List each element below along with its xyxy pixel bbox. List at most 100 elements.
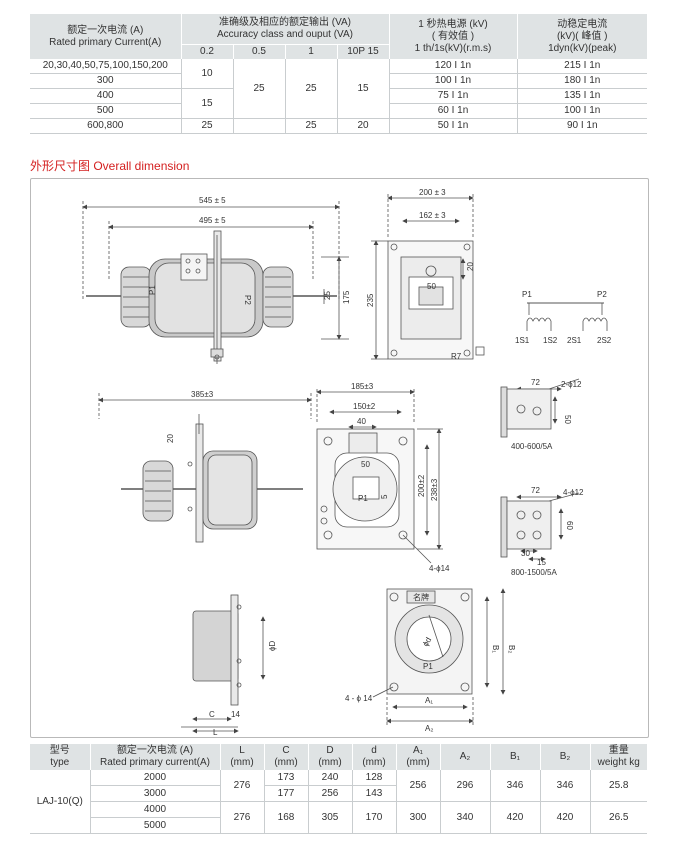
cell-current: 20,30,40,50,75,100,150,200	[30, 59, 181, 74]
dim-200-mid: 200±2	[417, 474, 426, 497]
dim-385: 385±3	[191, 390, 214, 399]
dim-185: 185±3	[351, 382, 374, 391]
dim-b2: B₂	[507, 645, 516, 653]
cell-b1: 420	[489, 801, 540, 834]
header-dynamic-current: 动稳定电流(kV)( 峰值 )1dyn(kV)(peak)	[516, 14, 647, 59]
dim-b1: B₁	[491, 645, 500, 653]
dim-5: 5	[380, 494, 389, 499]
cell-c: 173	[263, 770, 308, 786]
cell-class-value: 20	[336, 118, 389, 134]
cell-weight: 25.8	[589, 770, 647, 802]
cell-current: 400	[30, 88, 181, 104]
cell-class-value: 25	[284, 59, 337, 119]
cell-weight: 26.5	[589, 801, 647, 834]
cell-empty	[232, 118, 285, 134]
cell-d-outer: 256	[307, 785, 352, 802]
dim-c: C	[209, 710, 215, 719]
cell-thermal: 75 I 1n	[388, 88, 517, 104]
cell-b2: 420	[539, 801, 590, 834]
cell-class-value: 10	[180, 59, 233, 89]
dim-14: 14	[231, 710, 240, 719]
cell-class-value: 25	[180, 118, 233, 134]
dimension-drawing-frame: 545 ± 5 495 ± 5 P1 P2 25 175 200 ± 3 162…	[30, 178, 649, 738]
dim-20-top: 20	[466, 262, 475, 271]
cell-a1: 256	[395, 770, 440, 802]
cell-a2: 296	[439, 770, 490, 802]
table-row: 5000	[30, 817, 647, 834]
cell-type: LAJ-10(Q)	[30, 770, 90, 834]
dimension-drawings: 545 ± 5 495 ± 5 P1 P2 25 175 200 ± 3 162…	[82, 188, 612, 737]
dim-495: 495 ± 5	[199, 216, 226, 225]
drawing-side-view-1	[82, 201, 349, 364]
cell-l: 276	[219, 770, 264, 802]
dim-200: 200 ± 3	[419, 188, 446, 197]
cell-class-value: 15	[336, 59, 389, 119]
section-title: 外形尺寸图 Overall dimension	[30, 159, 190, 173]
table-row: 300 100 I 1n 180 I 1n	[30, 73, 647, 89]
header-rated-current: 额定一次电流 (A)Rated primary current(A)	[89, 744, 220, 770]
wiring-1s1: 1S1	[515, 336, 530, 345]
dim-a1: A₁	[425, 696, 433, 705]
dim-25: 25	[323, 291, 332, 300]
drawing-front-view-1	[371, 194, 485, 360]
header-accuracy-class: 准确级及相应的额定输出 (VA)Accuracy class and ouput…	[180, 14, 389, 45]
dim-150: 150±2	[353, 402, 376, 411]
terminal-p2-label: P2	[243, 295, 252, 305]
terminal-detail-800-1500	[500, 492, 580, 562]
cell-class-value: 25	[232, 59, 285, 119]
class-10p15: 10P 15	[336, 44, 389, 59]
wiring-diagram	[526, 302, 608, 331]
header-c: C(mm)	[263, 744, 308, 770]
dim-15: 15	[537, 558, 546, 567]
dim-50: 50	[427, 282, 436, 291]
class-0-2: 0.2	[180, 44, 233, 59]
wiring-1s2: 1S2	[543, 336, 558, 345]
dim-30-terminal: 30	[521, 549, 530, 558]
cell-b2: 346	[539, 770, 590, 802]
accuracy-spec-table: 额定一次电流 (A)Rated primary Current(A) 准确级及相…	[30, 14, 647, 134]
header-d-inner: d(mm)	[351, 744, 396, 770]
dim-l: L	[213, 728, 218, 737]
dim-235: 235	[366, 293, 375, 307]
dim-50-mid: 50	[361, 460, 370, 469]
radius-r7: R7	[451, 352, 462, 361]
table-row: 4000 276 168 305 170 300 340 420 420 26.…	[30, 801, 647, 834]
cell-b1: 346	[489, 770, 540, 802]
drawing-front-view-2	[316, 389, 443, 564]
cell-d-outer: 305	[307, 801, 352, 834]
drawing-front-view-3	[372, 588, 506, 727]
table-row: 500 60 I 1n 100 I 1n	[30, 103, 647, 119]
header-l: L(mm)	[219, 744, 264, 770]
wiring-p2: P2	[597, 290, 607, 299]
cell-current: 3000	[89, 785, 220, 802]
nameplate-label: 名牌	[413, 592, 429, 602]
header-a1: A₁(mm)	[395, 744, 440, 770]
cell-thermal: 50 I 1n	[388, 118, 517, 134]
cell-thermal: 100 I 1n	[388, 73, 517, 89]
cell-current: 2000	[89, 770, 220, 786]
holes-4-phi14-mid: 4-ϕ14	[429, 564, 450, 573]
cell-d-outer: 240	[307, 770, 352, 786]
dim-20-side: 20	[166, 434, 175, 443]
drawing-side-view-2	[98, 393, 312, 543]
cell-current: 4000	[89, 801, 220, 818]
header-thermal-current: 1 秒热电源 (kV)( 有效值 )1 th/1s(kV)(r.m.s)	[388, 14, 517, 59]
cell-dynamic: 135 I 1n	[516, 88, 647, 104]
terminal-detail-400-600	[500, 378, 580, 438]
wiring-2s2: 2S2	[597, 336, 612, 345]
cell-dynamic: 100 I 1n	[516, 103, 647, 119]
wiring-2s1: 2S1	[567, 336, 582, 345]
cell-c: 177	[263, 785, 308, 802]
table-row: 400 15 75 I 1n 135 I 1n	[30, 88, 647, 119]
cell-dynamic: 180 I 1n	[516, 73, 647, 89]
cell-dynamic: 90 I 1n	[516, 118, 647, 134]
dim-238: 238±3	[430, 478, 439, 501]
header-b2: B₂	[539, 744, 590, 770]
dim-72-b: 72	[531, 486, 540, 495]
cell-l: 276	[219, 801, 264, 834]
header-rated-current: 额定一次电流 (A)Rated primary Current(A)	[30, 14, 181, 59]
dim-50-terminal: 50	[563, 415, 572, 424]
